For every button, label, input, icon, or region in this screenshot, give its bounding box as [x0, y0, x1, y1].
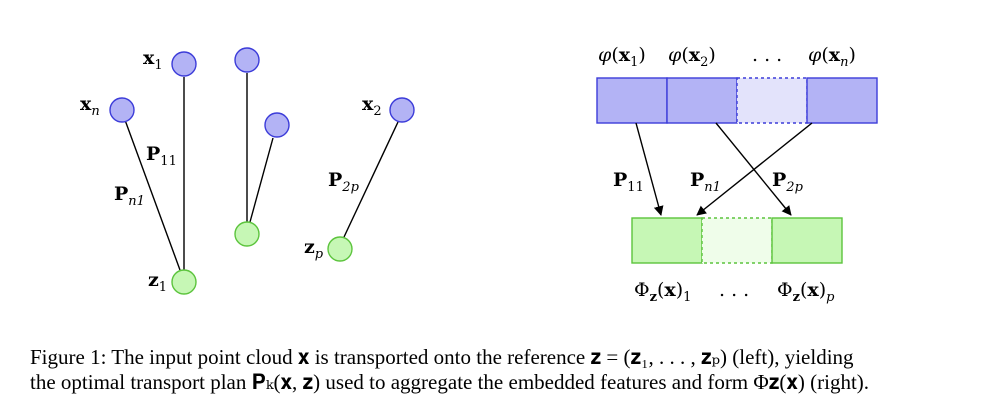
caption-line-2: the optimal transport plan 𝐏ₖ(𝐱, 𝐳) used… [30, 370, 870, 394]
label-Phi-1: Φz(x)1 [634, 279, 691, 305]
label-z1: z1 [148, 269, 167, 295]
left-transport-lines [124, 73, 399, 271]
label-p11-left: P11 [146, 143, 177, 169]
node-top-unlabeled [234, 47, 260, 73]
label-p2p-left: P2p [328, 169, 360, 195]
left-nodes [109, 47, 415, 295]
arrow-p2p [715, 122, 792, 216]
phi-cell-dots [736, 77, 808, 124]
arrow-pn1 [696, 122, 813, 216]
right-transport-arrows [635, 122, 813, 216]
label-x1: x1 [143, 47, 163, 73]
caption-line-1: Figure 1: The input point cloud 𝐱 is tra… [30, 345, 854, 369]
Phi-cell-p [771, 217, 843, 264]
line-side-pair [249, 137, 274, 223]
feature-bar-Phi [631, 217, 843, 264]
figure-caption: Figure 1: The input point cloud 𝐱 is tra… [30, 345, 980, 395]
node-x1 [171, 51, 197, 77]
label-phi-xn: φ(xn) [808, 44, 856, 70]
node-x2 [389, 97, 415, 123]
line-x2-zp [343, 121, 399, 238]
label-phi-x2: φ(x2) [668, 44, 716, 70]
phi-cell-1 [596, 77, 668, 124]
node-xn [109, 97, 135, 123]
label-top-dots: . . . [752, 44, 782, 66]
label-xn: xn [80, 93, 100, 119]
arrow-p11 [635, 122, 664, 216]
label-bottom-dots: . . . [719, 279, 749, 301]
label-x2: x2 [362, 93, 382, 119]
line-xn-z1 [124, 119, 181, 271]
label-p11-right: P11 [613, 169, 644, 195]
label-Phi-p: Φz(x)p [777, 279, 835, 305]
label-pn1-left: Pn1 [114, 183, 145, 209]
phi-cell-n [806, 77, 878, 124]
node-zp [327, 236, 353, 262]
Phi-cell-dots [701, 217, 773, 264]
phi-cell-2 [666, 77, 738, 124]
Phi-cell-1 [631, 217, 703, 264]
node-z-unlabeled [234, 221, 260, 247]
label-phi-x1: φ(x1) [598, 44, 646, 70]
figure-diagram: x1 xn x2 P11 Pn1 P2p zp z1 φ(x1) φ(x2) [80, 44, 878, 305]
feature-bar-phi [596, 77, 878, 124]
label-zp: zp [304, 236, 324, 262]
label-pn1-right: Pn1 [690, 169, 721, 195]
label-p2p-right: P2p [772, 169, 804, 195]
node-mid-unlabeled [264, 112, 290, 138]
node-z1 [171, 269, 197, 295]
